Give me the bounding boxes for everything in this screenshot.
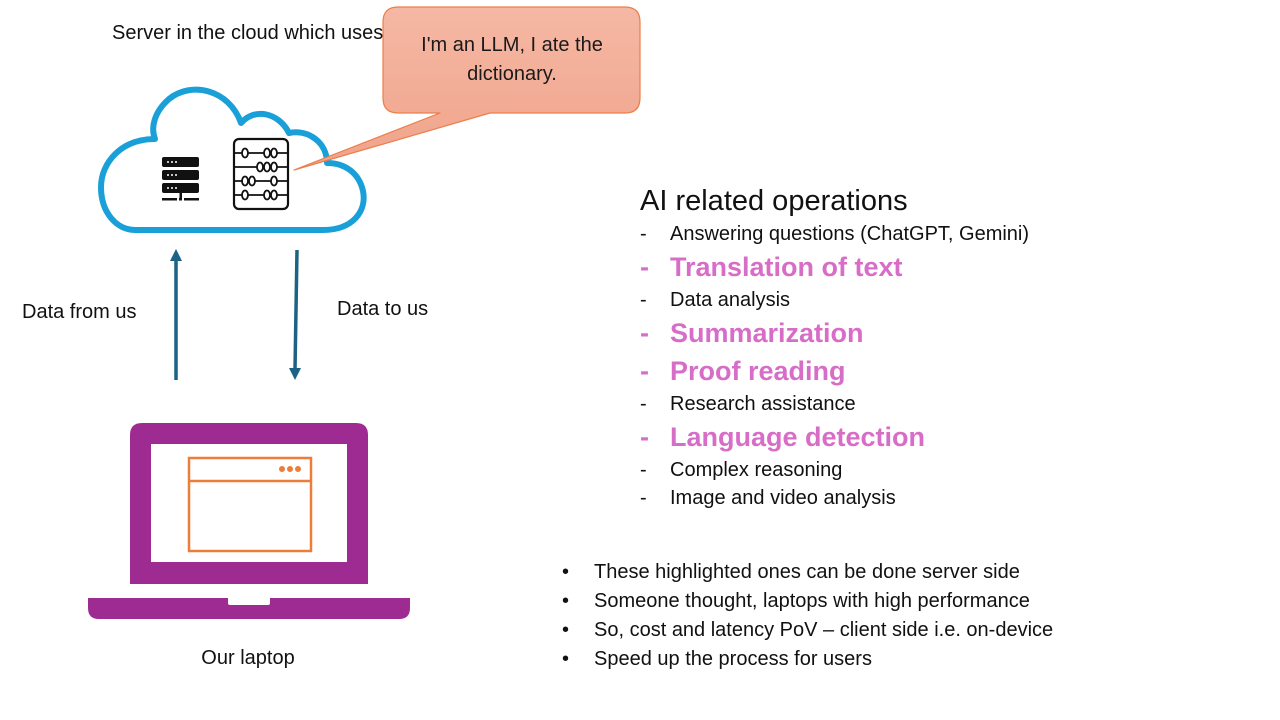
dash-bullet: - [640, 459, 647, 481]
operation-item-highlighted: -Proof reading [640, 352, 1029, 390]
operation-label: Data analysis [670, 289, 791, 311]
laptop-icon [88, 423, 410, 619]
data-flow-arrows [170, 249, 301, 380]
operation-label: Summarization [670, 318, 864, 348]
note-item: • So, cost and latency PoV – client side … [562, 616, 1053, 645]
operation-item: - Data analysis [640, 286, 1029, 314]
note-text: Someone thought, laptops with high perfo… [594, 590, 1030, 612]
note-text: Speed up the process for users [594, 648, 872, 670]
bullet-icon: • [562, 648, 570, 670]
ai-operations-section: AI related operations -Answering questio… [640, 184, 1029, 512]
cloud-title: Server in the cloud which uses AI [112, 22, 407, 44]
data-to-us-label: Data to us [337, 298, 429, 320]
operation-label: Translation of text [670, 252, 903, 282]
dash-bullet: - [640, 252, 649, 282]
dash-bullet: - [640, 223, 647, 245]
arrow-down-icon [289, 249, 301, 380]
note-text: These highlighted ones can be done serve… [594, 561, 1020, 583]
dash-bullet: - [640, 318, 649, 348]
speech-bubble-text: I'm an LLM, I ate the dictionary. [421, 34, 603, 85]
operation-label: Complex reasoning [670, 459, 843, 481]
cloud-diagram [98, 86, 367, 233]
notes-list: • These highlighted ones can be done serv… [562, 558, 1053, 674]
operation-label: Language detection [670, 422, 926, 452]
cloud-icon [98, 86, 367, 233]
speech-bubble [293, 6, 641, 171]
ai-operations-list: -Answering questions (ChatGPT, Gemini) -… [640, 220, 1029, 512]
note-item: • Speed up the process for users [562, 645, 1053, 674]
dash-bullet: - [640, 422, 649, 452]
dash-bullet: - [640, 356, 649, 386]
operation-label: Research assistance [670, 393, 856, 415]
arrow-up-icon [170, 249, 182, 380]
operation-item: - Image and video analysis [640, 484, 1029, 512]
operation-item: - Answering questions (ChatGPT, Gemini) [640, 220, 1029, 248]
operation-label: Proof reading [670, 356, 846, 386]
operation-item-highlighted: -Summarization [640, 314, 1029, 352]
note-item: • These highlighted ones can be done serv… [562, 558, 1053, 587]
bullet-icon: • [562, 590, 570, 612]
dash-bullet: - [640, 289, 647, 311]
dash-bullet: - [640, 487, 647, 509]
operation-item: - Research assistance [640, 390, 1029, 418]
data-from-us-label: Data from us [22, 301, 137, 323]
note-text: So, cost and latency PoV – client side i… [594, 619, 1054, 641]
bullet-icon: • [562, 619, 570, 641]
bullet-icon: • [562, 561, 570, 583]
abacus-icon [232, 137, 290, 211]
ai-operations-title: AI related operations [640, 185, 908, 217]
operation-item-highlighted: -Translation of text [640, 248, 1029, 286]
operation-label: Answering questions (ChatGPT, Gemini) [670, 223, 1030, 245]
dash-bullet: - [640, 393, 647, 415]
browser-window-icon [187, 456, 313, 553]
laptop-caption: Our laptop [201, 647, 295, 669]
operation-item: - Complex reasoning [640, 456, 1029, 484]
server-rack-icon [162, 157, 199, 201]
note-item: • Someone thought, laptops with high perf… [562, 587, 1053, 616]
operation-label: Image and video analysis [670, 487, 896, 509]
operation-item-highlighted: -Language detection [640, 418, 1029, 456]
